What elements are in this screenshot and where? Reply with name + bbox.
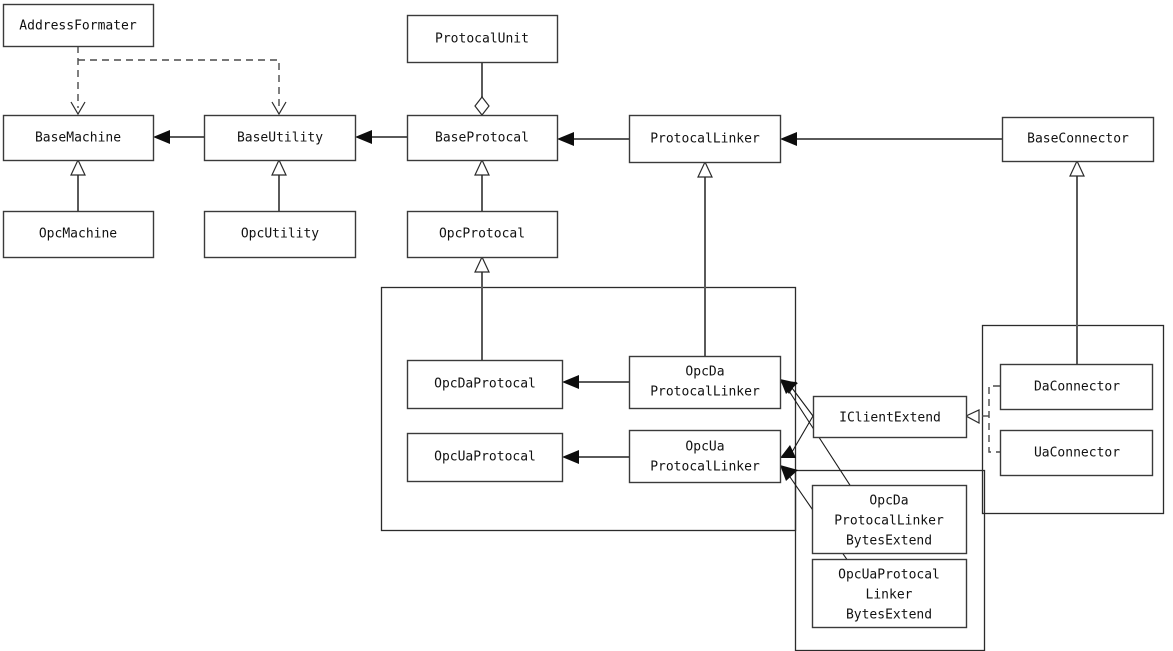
node-opcuaprotocallinker[interactable]: OpcUa ProtocalLinker <box>628 429 782 484</box>
node-opcdaprotocal[interactable]: OpcDaProtocal <box>406 359 564 410</box>
node-baseconnector[interactable]: BaseConnector <box>1001 116 1155 163</box>
node-label-daextend-line1: OpcDa <box>869 494 908 509</box>
triangle-inheritance-baseconnector <box>1069 159 1085 177</box>
node-daconnector[interactable]: DaConnector <box>999 363 1154 411</box>
node-iclientextend[interactable]: IClientExtend <box>812 395 968 439</box>
triangle-realization-iclientextend <box>964 409 980 425</box>
triangle-inheritance-baseutility <box>271 158 287 176</box>
node-opcuaprotocal[interactable]: OpcUaProtocal <box>406 432 564 483</box>
node-baseutility[interactable]: BaseUtility <box>203 114 357 162</box>
node-label-addressformater: AddressFormater <box>19 19 137 34</box>
triangle-inheritance-basemachine <box>70 158 86 176</box>
node-opcutility[interactable]: OpcUtility <box>203 210 357 259</box>
node-label-uaextend-line3: BytesExtend <box>846 608 932 623</box>
node-label-opcprotocal: OpcProtocal <box>439 227 525 242</box>
arrowhead-open-baseutility <box>271 101 287 116</box>
node-label-baseprotocal: BaseProtocal <box>435 131 529 146</box>
arrowhead-filled-opcualinker-a <box>780 445 796 458</box>
arrowhead-filled-opcdaprotocal <box>562 375 579 389</box>
node-label-baseutility: BaseUtility <box>237 131 323 146</box>
node-label-opcuaprotocal: OpcUaProtocal <box>434 450 536 465</box>
node-label-opcdaprotocallinker-line2: ProtocalLinker <box>650 385 760 400</box>
triangle-inheritance-opcprotocal <box>474 255 490 273</box>
node-label-daextend-line3: BytesExtend <box>846 534 932 549</box>
arrowhead-filled-baseutility <box>355 130 372 144</box>
node-label-opcuaprotocallinker-line1: OpcUa <box>685 440 724 455</box>
node-opcdaprotocallinker[interactable]: OpcDa ProtocalLinker <box>628 355 782 410</box>
node-protocalunit[interactable]: ProtocalUnit <box>406 14 559 64</box>
node-protocallinker[interactable]: ProtocalLinker <box>628 114 782 164</box>
edge-iclientextend-to-opcdaprotocallinker <box>791 387 814 417</box>
node-opcmachine[interactable]: OpcMachine <box>2 210 155 259</box>
arrowhead-filled-protocallinker <box>780 132 797 146</box>
node-label-protocallinker: ProtocalLinker <box>650 132 760 147</box>
node-basemachine[interactable]: BaseMachine <box>2 114 155 162</box>
diamond-aggregation-baseprotocal <box>474 96 490 116</box>
arrowhead-filled-opcdalinker-b <box>780 379 798 394</box>
node-opcuaprotocallinkerbytesextend[interactable]: OpcUaProtocal Linker BytesExtend <box>811 558 968 629</box>
node-label-opcmachine: OpcMachine <box>39 227 117 242</box>
edge-addressformater-to-baseutility <box>78 59 280 108</box>
node-label-daconnector: DaConnector <box>1034 380 1120 395</box>
node-label-uaextend-line2: Linker <box>866 588 913 603</box>
node-opcdaprotocallinkerbytesextend[interactable]: OpcDa ProtocalLinker BytesExtend <box>811 484 968 555</box>
node-label-iclientextend: IClientExtend <box>839 411 941 426</box>
arrowhead-filled-opcualinker-b <box>780 465 798 481</box>
arrowhead-filled-basemachine <box>153 130 170 144</box>
node-label-uaextend-line1: OpcUaProtocal <box>838 568 940 583</box>
node-opcprotocal[interactable]: OpcProtocal <box>406 210 559 259</box>
arrowhead-open-basemachine <box>70 101 86 116</box>
node-label-opcdaprotocal: OpcDaProtocal <box>434 377 536 392</box>
triangle-inheritance-protocallinker <box>697 160 713 178</box>
node-label-opcutility: OpcUtility <box>241 227 319 242</box>
node-label-opcdaprotocallinker-line1: OpcDa <box>685 365 724 380</box>
node-label-daextend-line2: ProtocalLinker <box>834 514 944 529</box>
group-opc-protocal <box>380 286 797 532</box>
node-addressformater[interactable]: AddressFormater <box>2 3 155 48</box>
triangle-inheritance-baseprotocal <box>474 158 490 176</box>
class-nodes: AddressFormater ProtocalUnit BaseMachine… <box>2 3 1155 629</box>
group-connector <box>981 324 1165 515</box>
arrowhead-filled-baseprotocal <box>557 132 574 146</box>
node-label-baseconnector: BaseConnector <box>1027 132 1129 147</box>
arrowhead-filled-opcuaprotocal <box>562 450 579 464</box>
edge-daconnector-to-iclientextend <box>988 385 1000 453</box>
node-uaconnector[interactable]: UaConnector <box>999 429 1154 477</box>
node-label-basemachine: BaseMachine <box>35 131 121 146</box>
node-label-uaconnector: UaConnector <box>1034 446 1120 461</box>
node-label-opcuaprotocallinker-line2: ProtocalLinker <box>650 460 760 475</box>
node-label-protocalunit: ProtocalUnit <box>435 32 529 47</box>
node-baseprotocal[interactable]: BaseProtocal <box>406 114 559 162</box>
